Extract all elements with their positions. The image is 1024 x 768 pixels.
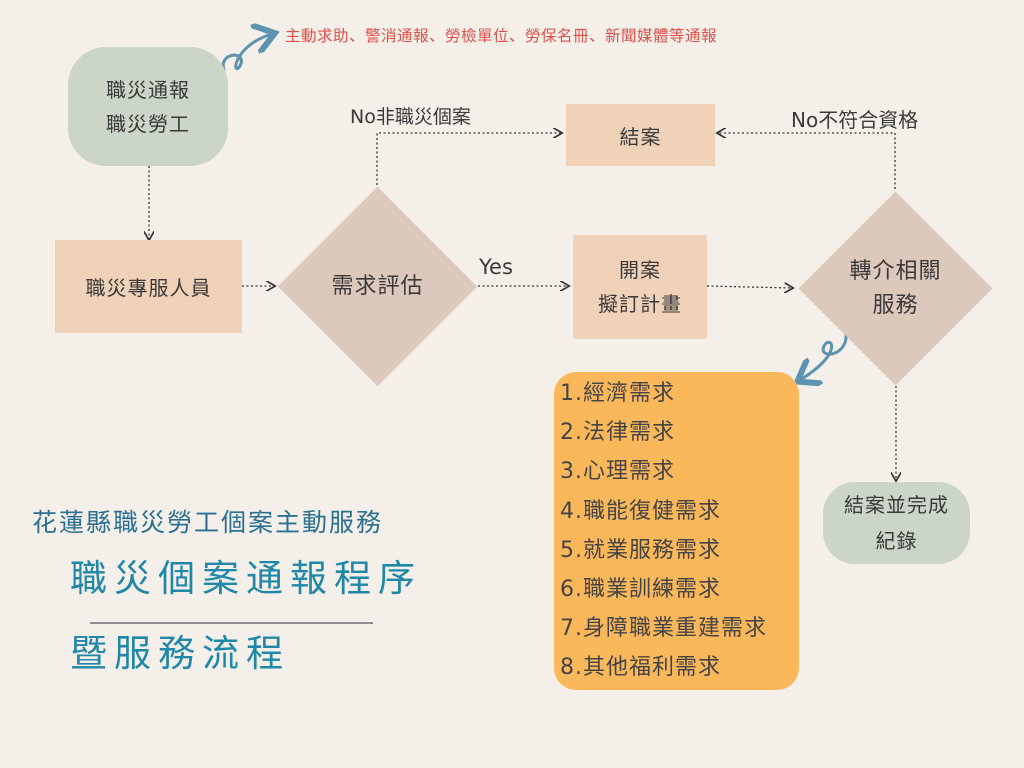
need-item: 2.法律需求 xyxy=(560,420,675,446)
close-case-node: 結案 xyxy=(566,104,715,166)
need-item: 4.職能復健需求 xyxy=(560,498,721,524)
final-node: 結案並完成 紀錄 xyxy=(823,482,970,564)
arrow-assess-to-close xyxy=(376,133,561,185)
edge-label-not-case: No非職災個案 xyxy=(350,106,471,128)
start-node-report: 職災通報 職災勞工 xyxy=(68,47,228,166)
assess-decision: 需求評估 xyxy=(277,186,478,387)
arrow-referral-to-close xyxy=(718,133,896,189)
need-item: 7.身障職業重建需求 xyxy=(560,616,767,642)
final-line1: 結案並完成 xyxy=(844,493,949,517)
curly-arrow-needs-icon xyxy=(800,332,848,380)
need-item: 3.心理需求 xyxy=(560,459,675,485)
specialist-label: 職災專服人員 xyxy=(85,276,212,300)
close-case-label: 結案 xyxy=(619,124,662,149)
open-case-line2: 擬訂計畫 xyxy=(598,292,682,316)
edge-label-yes: Yes xyxy=(479,255,513,279)
open-case-node: 開案 擬訂計畫 xyxy=(573,235,707,339)
arrow-open-to-referral xyxy=(706,286,792,288)
referral-line2: 服務 xyxy=(872,292,919,318)
specialist-node: 職災專服人員 xyxy=(55,240,242,333)
main-title-line2: 暨服務流程 xyxy=(70,632,290,675)
curly-arrow-top-icon xyxy=(221,34,272,72)
need-item: 1.經濟需求 xyxy=(560,381,675,406)
need-item: 6.職業訓練需求 xyxy=(560,576,721,602)
assess-label: 需求評估 xyxy=(331,273,424,299)
need-item: 8.其他福利需求 xyxy=(560,655,721,681)
referral-line1: 轉介相關 xyxy=(849,258,942,284)
edge-label-not-eligible: No不符合資格 xyxy=(791,108,919,132)
org-title: 花蓮縣職災勞工個案主動服務 xyxy=(32,508,384,537)
main-title-line1: 職災個案通報程序 xyxy=(70,557,422,600)
final-line2: 紀錄 xyxy=(875,529,918,553)
open-case-line1: 開案 xyxy=(619,258,661,282)
needs-list: 1.經濟需求 2.法律需求 3.心理需求 4.職能復健需求 5.就業服務需求 6… xyxy=(560,374,767,688)
start-node-line2: 職災勞工 xyxy=(106,111,190,136)
referral-decision: 轉介相關 服務 xyxy=(798,191,993,386)
needs-list-panel: 1.經濟需求 2.法律需求 3.心理需求 4.職能復健需求 5.就業服務需求 6… xyxy=(554,372,799,690)
need-item: 5.就業服務需求 xyxy=(560,537,721,563)
start-node-line1: 職災通報 xyxy=(106,77,190,102)
report-sources-note: 主動求助、警消通報、勞檢單位、勞保名冊、新聞媒體等通報 xyxy=(285,27,718,45)
